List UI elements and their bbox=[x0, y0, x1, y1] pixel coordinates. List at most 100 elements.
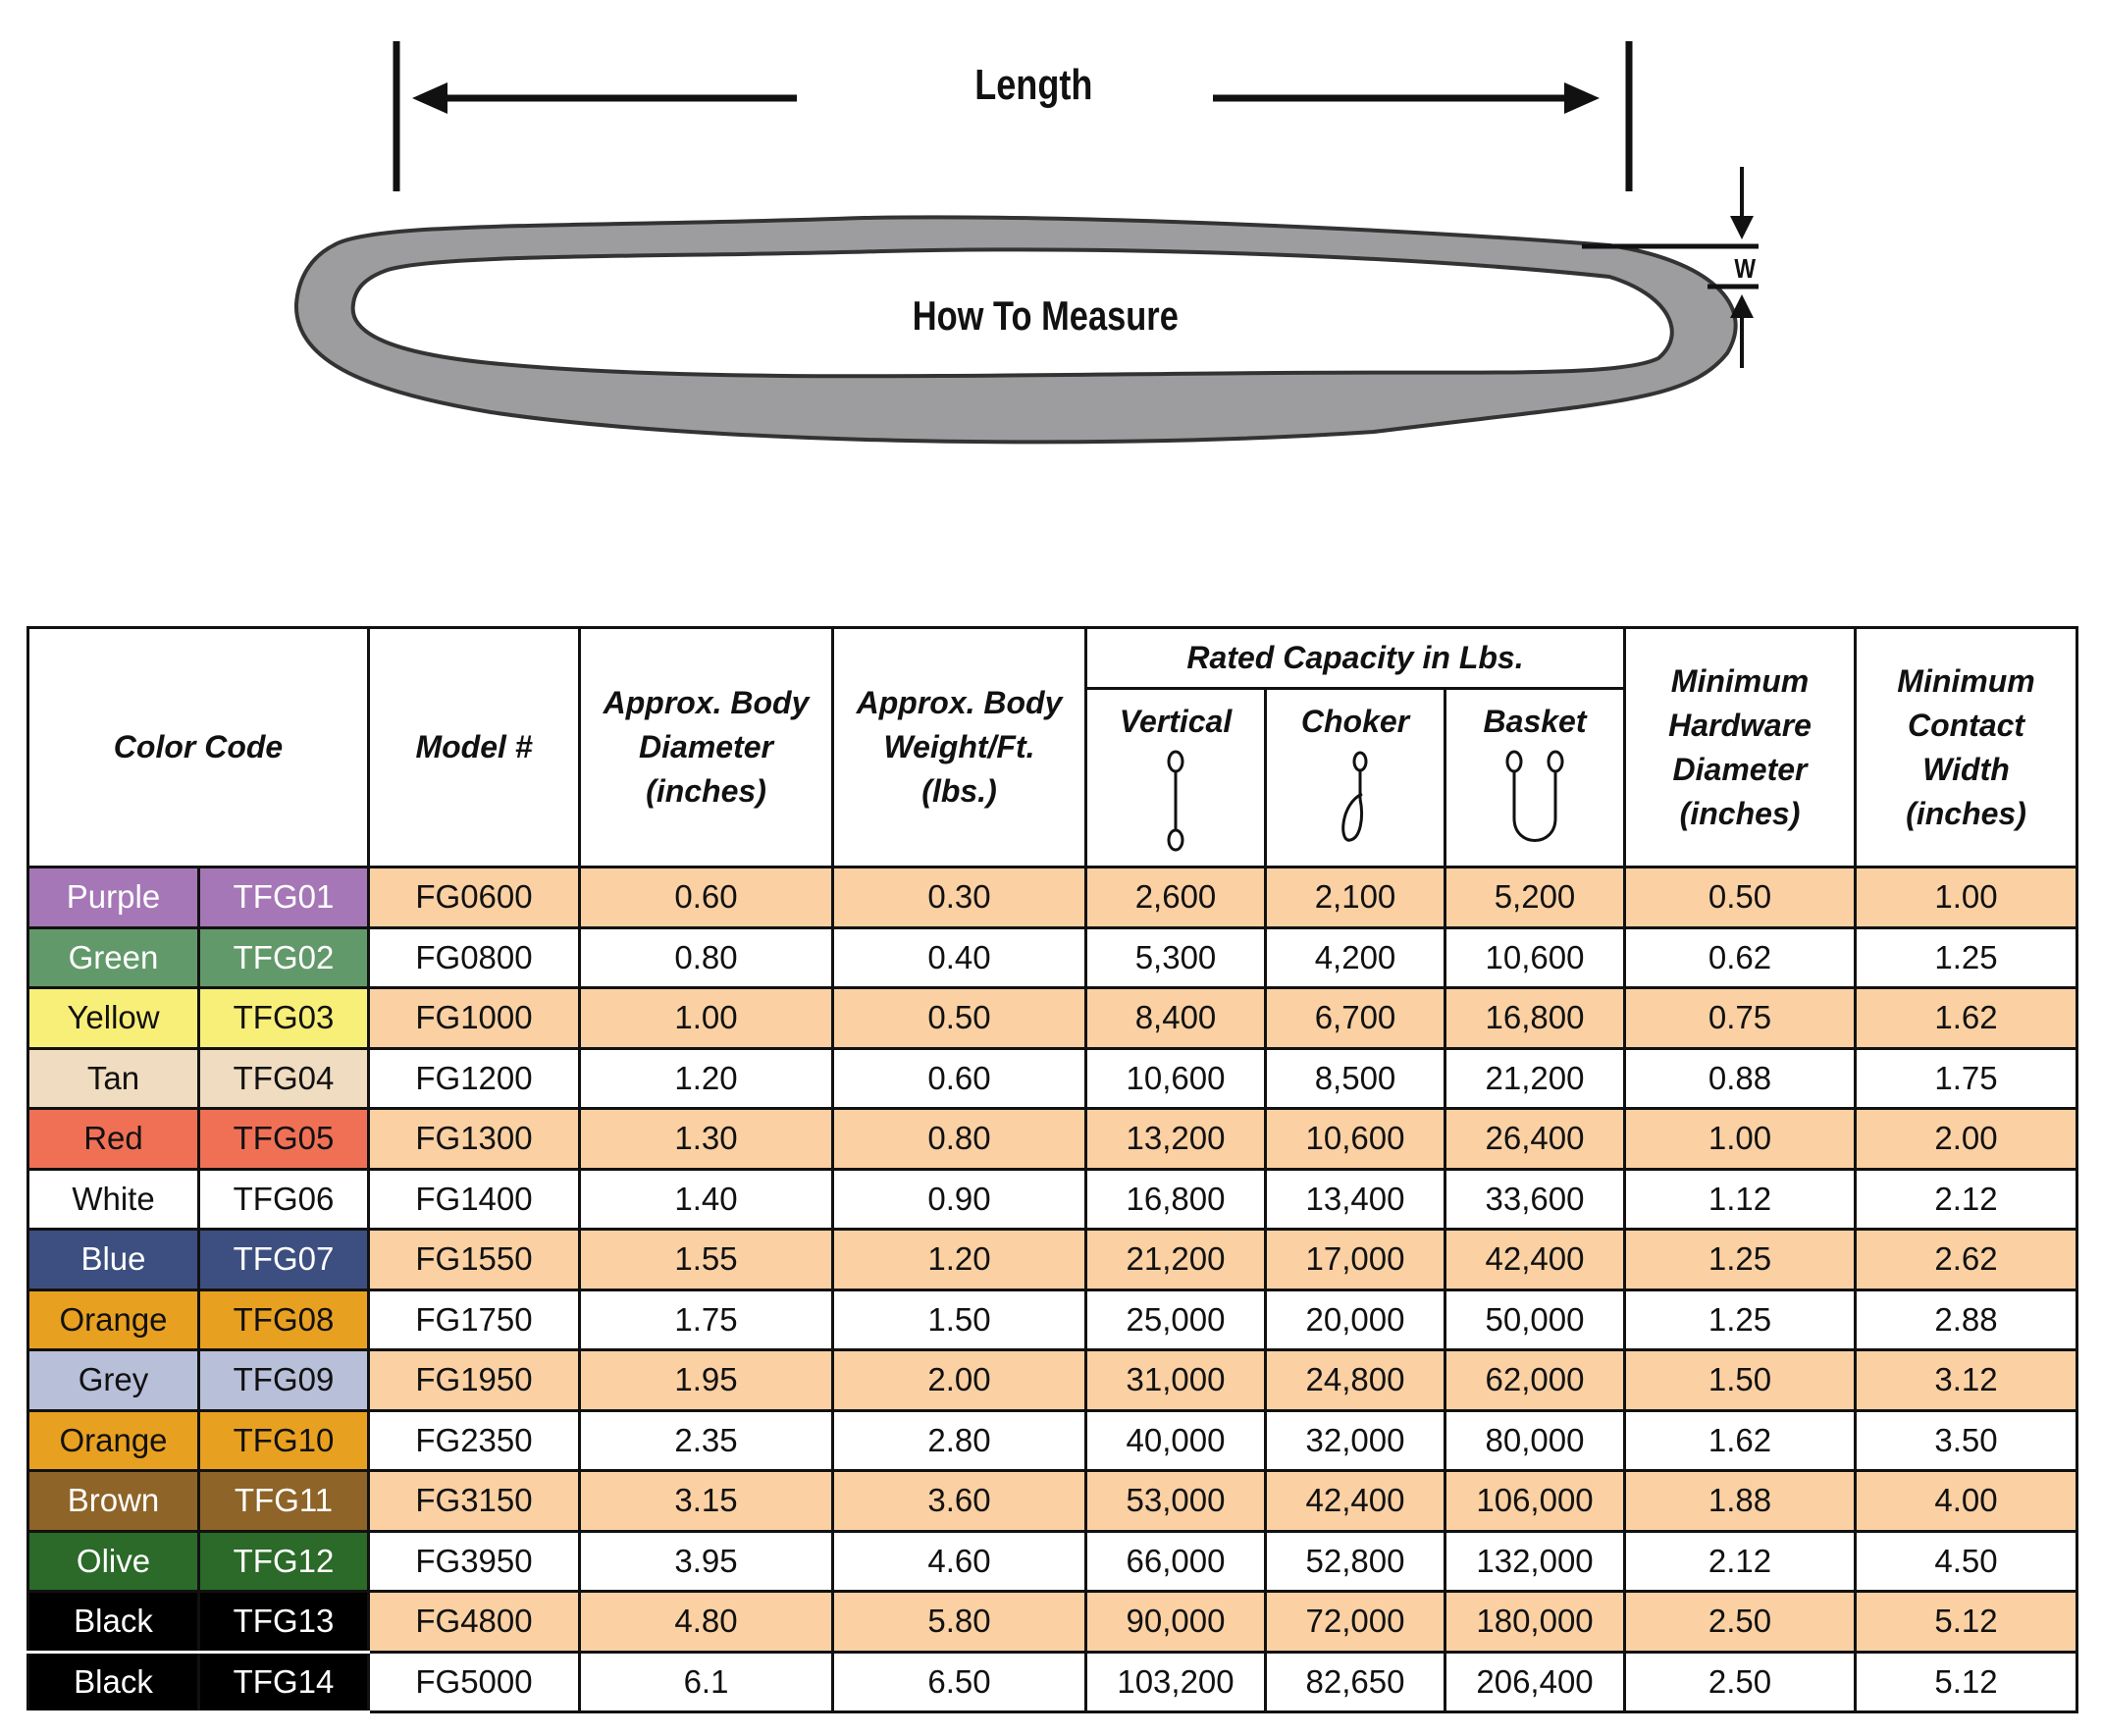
diameter-cell: 1.20 bbox=[578, 1046, 834, 1110]
hardware-cell: 0.62 bbox=[1623, 925, 1858, 989]
contact-width-cell: 1.25 bbox=[1854, 925, 2079, 989]
model-cell: FG1000 bbox=[367, 986, 581, 1050]
contact-width-cell: 1.75 bbox=[1854, 1046, 2079, 1110]
choker-label: Choker bbox=[1300, 704, 1410, 739]
model-cell: FG4800 bbox=[367, 1590, 581, 1654]
header-weight: Approx. Body Weight/Ft. (lbs.) bbox=[831, 626, 1087, 868]
hardware-cell: 1.50 bbox=[1623, 1348, 1858, 1412]
hardware-cell: 1.25 bbox=[1623, 1228, 1858, 1291]
basket-cell: 62,000 bbox=[1443, 1348, 1627, 1412]
hardware-cell: 1.88 bbox=[1623, 1469, 1858, 1533]
header-color-code: Color Code bbox=[26, 626, 370, 868]
weight-cell: 0.90 bbox=[831, 1167, 1087, 1231]
basket-cell: 180,000 bbox=[1443, 1590, 1627, 1654]
color-code-cell: TFG06 bbox=[197, 1167, 370, 1231]
hardware-cell: 0.50 bbox=[1623, 866, 1858, 929]
choker-cell: 82,650 bbox=[1264, 1650, 1446, 1713]
color-name-cell: Orange bbox=[26, 1288, 200, 1351]
choker-cell: 42,400 bbox=[1264, 1469, 1446, 1533]
header-contact: Minimum Contact Width (inches) bbox=[1854, 626, 2079, 868]
diameter-cell: 1.40 bbox=[578, 1167, 834, 1231]
hardware-cell: 2.50 bbox=[1623, 1590, 1858, 1654]
basket-cell: 50,000 bbox=[1443, 1288, 1627, 1351]
vertical-cell: 5,300 bbox=[1084, 925, 1267, 989]
hardware-cell: 1.00 bbox=[1623, 1107, 1858, 1171]
diameter-cell: 3.15 bbox=[578, 1469, 834, 1533]
color-code-cell: TFG08 bbox=[197, 1288, 370, 1351]
color-name-cell: Orange bbox=[26, 1408, 200, 1472]
color-name-cell: Black bbox=[26, 1650, 200, 1713]
vertical-cell: 90,000 bbox=[1084, 1590, 1267, 1654]
weight-cell: 0.30 bbox=[831, 866, 1087, 929]
color-code-cell: TFG02 bbox=[197, 925, 370, 989]
vertical-hitch-icon bbox=[1167, 750, 1184, 852]
weight-cell: 0.60 bbox=[831, 1046, 1087, 1110]
diameter-cell: 3.95 bbox=[578, 1529, 834, 1593]
diameter-cell: 0.80 bbox=[578, 925, 834, 989]
diameter-cell: 1.55 bbox=[578, 1228, 834, 1291]
header-hardware: Minimum Hardware Diameter (inches) bbox=[1623, 626, 1858, 868]
model-cell: FG1950 bbox=[367, 1348, 581, 1412]
diameter-cell: 1.75 bbox=[578, 1288, 834, 1351]
contact-width-cell: 2.88 bbox=[1854, 1288, 2079, 1351]
vertical-cell: 8,400 bbox=[1084, 986, 1267, 1050]
how-to-measure-diagram: Length How To Measure W bbox=[0, 0, 2102, 550]
weight-cell: 5.80 bbox=[831, 1590, 1087, 1654]
hardware-cell: 1.62 bbox=[1623, 1408, 1858, 1472]
model-cell: FG0600 bbox=[367, 866, 581, 929]
diameter-cell: 2.35 bbox=[578, 1408, 834, 1472]
diameter-cell: 1.30 bbox=[578, 1107, 834, 1171]
basket-cell: 80,000 bbox=[1443, 1408, 1627, 1472]
basket-cell: 33,600 bbox=[1443, 1167, 1627, 1231]
color-code-cell: TFG04 bbox=[197, 1046, 370, 1110]
length-label: Length bbox=[974, 61, 1093, 109]
color-name-cell: Purple bbox=[26, 866, 200, 929]
contact-width-cell: 2.12 bbox=[1854, 1167, 2079, 1231]
color-name-cell: Brown bbox=[26, 1469, 200, 1533]
model-cell: FG1400 bbox=[367, 1167, 581, 1231]
contact-width-cell: 4.00 bbox=[1854, 1469, 2079, 1533]
basket-label: Basket bbox=[1483, 704, 1587, 739]
choker-cell: 8,500 bbox=[1264, 1046, 1446, 1110]
color-name-cell: Green bbox=[26, 925, 200, 989]
diameter-cell: 0.60 bbox=[578, 866, 834, 929]
hardware-cell: 2.50 bbox=[1623, 1650, 1858, 1713]
hardware-cell: 0.88 bbox=[1623, 1046, 1858, 1110]
header-basket: Basket bbox=[1443, 687, 1627, 868]
hardware-cell: 2.12 bbox=[1623, 1529, 1858, 1593]
choker-cell: 72,000 bbox=[1264, 1590, 1446, 1654]
model-cell: FG1200 bbox=[367, 1046, 581, 1110]
sling-illustration bbox=[293, 41, 1759, 445]
color-code-cell: TFG09 bbox=[197, 1348, 370, 1412]
diameter-cell: 1.95 bbox=[578, 1348, 834, 1412]
choker-hitch-icon bbox=[1341, 751, 1368, 842]
color-code-cell: TFG13 bbox=[197, 1590, 370, 1654]
weight-cell: 3.60 bbox=[831, 1469, 1087, 1533]
model-cell: FG3150 bbox=[367, 1469, 581, 1533]
header-vertical: Vertical bbox=[1084, 687, 1267, 868]
sling-spec-table: Color Code Model # Approx. Body Diameter… bbox=[26, 626, 2079, 1713]
color-name-cell: Yellow bbox=[26, 986, 200, 1050]
choker-cell: 13,400 bbox=[1264, 1167, 1446, 1231]
model-cell: FG0800 bbox=[367, 925, 581, 989]
vertical-cell: 13,200 bbox=[1084, 1107, 1267, 1171]
vertical-cell: 21,200 bbox=[1084, 1228, 1267, 1291]
weight-cell: 1.50 bbox=[831, 1288, 1087, 1351]
header-model: Model # bbox=[367, 626, 581, 868]
weight-cell: 0.40 bbox=[831, 925, 1087, 989]
color-code-cell: TFG14 bbox=[197, 1650, 370, 1713]
color-code-cell: TFG01 bbox=[197, 866, 370, 929]
basket-cell: 106,000 bbox=[1443, 1469, 1627, 1533]
contact-width-cell: 5.12 bbox=[1854, 1590, 2079, 1654]
diagram-title: How To Measure bbox=[912, 292, 1179, 339]
vertical-cell: 31,000 bbox=[1084, 1348, 1267, 1412]
choker-cell: 20,000 bbox=[1264, 1288, 1446, 1351]
